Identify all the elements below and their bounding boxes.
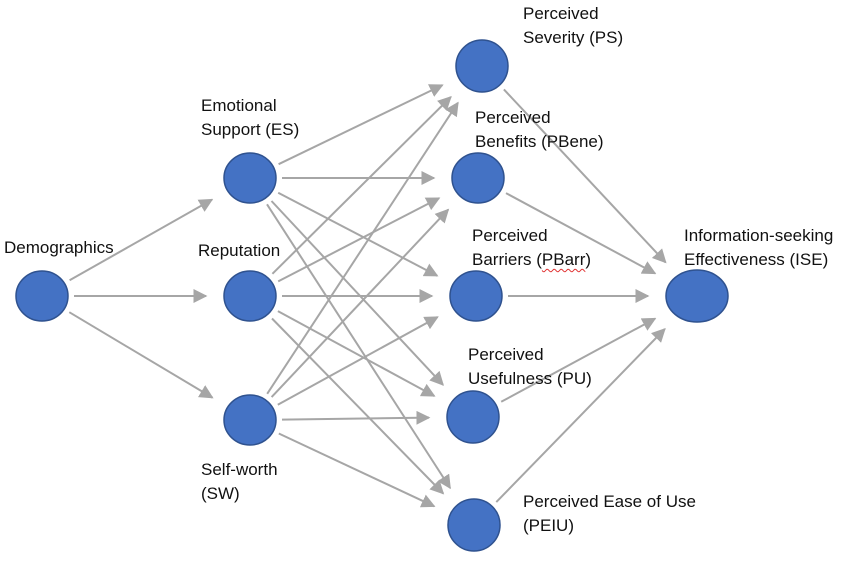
- node-demographics: [15, 270, 69, 322]
- node-ps: [455, 39, 509, 93]
- label-pbarr-line1: Perceived: [472, 226, 548, 245]
- label-es-line2: Support (ES): [201, 120, 300, 139]
- edge-ps-to-ise: [503, 88, 667, 264]
- label-pbene: Perceived Benefits (PBene): [475, 106, 604, 154]
- label-rep: Reputation: [198, 239, 280, 263]
- node-pu: [446, 390, 500, 444]
- edge-rep-to-ps: [271, 96, 452, 275]
- edge-demographics-to-es: [69, 198, 214, 282]
- edge-rep-to-pbene: [277, 197, 441, 283]
- label-ps: Perceived Severity (PS): [523, 2, 623, 50]
- label-pbene-line1: Perceived: [475, 108, 551, 127]
- label-peiu-line2: (PEIU): [523, 516, 574, 535]
- edge-es-to-pu: [270, 200, 444, 386]
- label-pu-line1: Perceived: [468, 345, 544, 364]
- edge-pbene-to-ise: [505, 192, 657, 275]
- edges-layer: [68, 84, 667, 508]
- label-ise-line2: Effectiveness (ISE): [684, 250, 829, 269]
- label-ise-line1: Information-seeking: [684, 226, 834, 245]
- label-pbarr-abbrev: PBarr: [541, 250, 586, 269]
- node-es: [223, 152, 277, 204]
- edge-rep-to-peiu: [271, 317, 445, 495]
- label-pbarr: Perceived Barriers (PBarr): [472, 224, 591, 272]
- label-peiu: Perceived Ease of Use (PEIU): [523, 490, 696, 538]
- edge-sw-to-peiu: [278, 432, 436, 508]
- label-sw-line2: (SW): [201, 484, 240, 503]
- label-sw-line1: Self-worth: [201, 460, 278, 479]
- edge-es-to-ps: [278, 84, 444, 166]
- label-ps-line1: Perceived: [523, 4, 599, 23]
- label-pbarr-line2: Barriers (PBarr): [472, 248, 591, 272]
- node-pbene: [451, 152, 505, 204]
- label-rep-line1: Reputation: [198, 241, 281, 260]
- label-peiu-line1: Perceived Ease of Use: [523, 492, 696, 511]
- node-ise: [665, 269, 729, 323]
- edge-sw-to-pu: [281, 410, 431, 425]
- label-demographics-line1: Demographics: [4, 238, 114, 257]
- edge-peiu-to-ise: [495, 327, 666, 503]
- node-sw: [223, 394, 277, 446]
- label-pbarr-line2-suffix: ): [585, 250, 592, 269]
- edge-pu-to-ise: [500, 317, 657, 403]
- edge-sw-to-pbene: [270, 208, 450, 398]
- label-demographics: Demographics: [4, 236, 114, 260]
- label-pbarr-line2-prefix: Barriers (: [472, 250, 542, 269]
- label-pu: Perceived Usefulness (PU): [468, 343, 592, 391]
- node-rep: [223, 270, 277, 322]
- edge-sw-to-ps: [266, 101, 459, 395]
- edge-demographics-to-sw: [68, 311, 214, 399]
- node-pbarr: [449, 270, 503, 322]
- label-pbene-line2: Benefits (PBene): [475, 132, 604, 151]
- node-peiu: [447, 498, 501, 552]
- label-ise: Information-seeking Effectiveness (ISE): [684, 224, 833, 272]
- edge-sw-to-pbarr: [277, 316, 439, 406]
- edge-rep-to-pu: [277, 310, 436, 397]
- label-pu-line2: Usefulness (PU): [468, 369, 592, 388]
- edge-es-to-peiu: [266, 203, 451, 490]
- label-es: Emotional Support (ES): [201, 94, 299, 142]
- nodes-layer: [15, 39, 729, 552]
- label-sw: Self-worth (SW): [201, 458, 278, 506]
- edge-es-to-pbarr: [277, 191, 439, 277]
- label-es-line1: Emotional: [201, 96, 277, 115]
- label-ps-line2: Severity (PS): [523, 28, 624, 47]
